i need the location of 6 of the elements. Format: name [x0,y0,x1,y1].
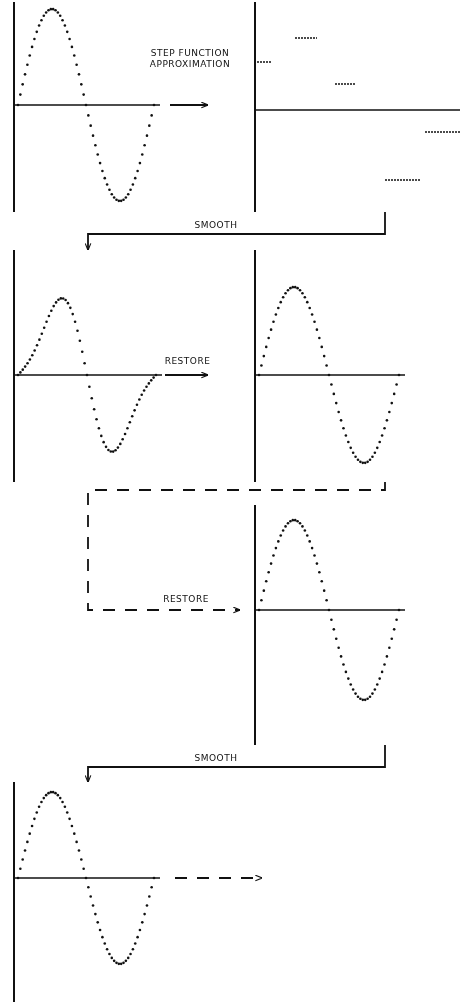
arrow [164,371,209,379]
arrow [169,101,209,109]
arrow [87,481,386,614]
arrow [174,874,263,882]
arrow [84,744,386,783]
arrow [84,211,386,251]
